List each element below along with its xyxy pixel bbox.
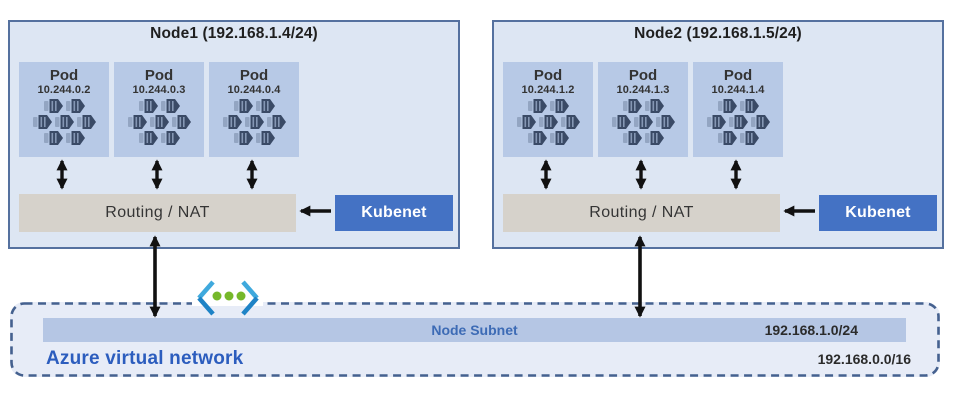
pod-ip: 10.244.1.4 [711, 84, 765, 97]
pod-label: Pod [144, 67, 174, 84]
node1-kubenet-box: Kubenet [335, 195, 453, 231]
node1-routing-nat-bar: Routing / NAT [19, 194, 296, 232]
node1-pod3: Pod 10.244.0.4 [209, 62, 299, 157]
pod-label: Pod [533, 67, 563, 84]
container-cluster-icon [707, 99, 770, 145]
vnet-dashed-border [10, 302, 940, 377]
virtual-network-icon [192, 280, 263, 316]
pod-label: Pod [723, 67, 753, 84]
node1-title: Node1 (192.168.1.4/24) [150, 25, 318, 42]
node-subnet-label: Node Subnet [431, 322, 518, 338]
azure-vnet-cidr: 192.168.0.0/16 [817, 351, 911, 367]
container-cluster-icon [223, 99, 286, 145]
node1-pod1: Pod 10.244.0.2 [19, 62, 109, 157]
pod-ip: 10.244.1.2 [521, 84, 575, 97]
node-subnet-cidr: 192.168.1.0/24 [764, 322, 858, 338]
pod-ip: 10.244.0.4 [227, 84, 281, 97]
pod-label: Pod [628, 67, 658, 84]
node2-pod3: Pod 10.244.1.4 [693, 62, 783, 157]
container-cluster-icon [128, 99, 191, 145]
node2-title: Node2 (192.168.1.5/24) [634, 25, 802, 42]
node1-box: Node1 (192.168.1.4/24) Pod 10.244.0.2 Po… [8, 20, 460, 249]
node2-routing-nat-bar: Routing / NAT [503, 194, 780, 232]
container-cluster-icon [612, 99, 675, 145]
pod-ip: 10.244.0.3 [132, 84, 186, 97]
node2-kubenet-box: Kubenet [819, 195, 937, 231]
node1-pod2: Pod 10.244.0.3 [114, 62, 204, 157]
azure-vnet-label: Azure virtual network [46, 348, 244, 369]
azure-vnet-box: Node Subnet 192.168.1.0/24 Azure virtual… [10, 302, 940, 377]
node-subnet-bar: Node Subnet 192.168.1.0/24 [43, 318, 906, 342]
pod-label: Pod [49, 67, 79, 84]
container-cluster-icon [517, 99, 580, 145]
node2-box: Node2 (192.168.1.5/24) Pod 10.244.1.2 Po… [492, 20, 944, 249]
node2-pod1: Pod 10.244.1.2 [503, 62, 593, 157]
node2-pod2: Pod 10.244.1.3 [598, 62, 688, 157]
pod-ip: 10.244.0.2 [37, 84, 91, 97]
pod-label: Pod [239, 67, 269, 84]
container-cluster-icon [33, 99, 96, 145]
pod-ip: 10.244.1.3 [616, 84, 670, 97]
